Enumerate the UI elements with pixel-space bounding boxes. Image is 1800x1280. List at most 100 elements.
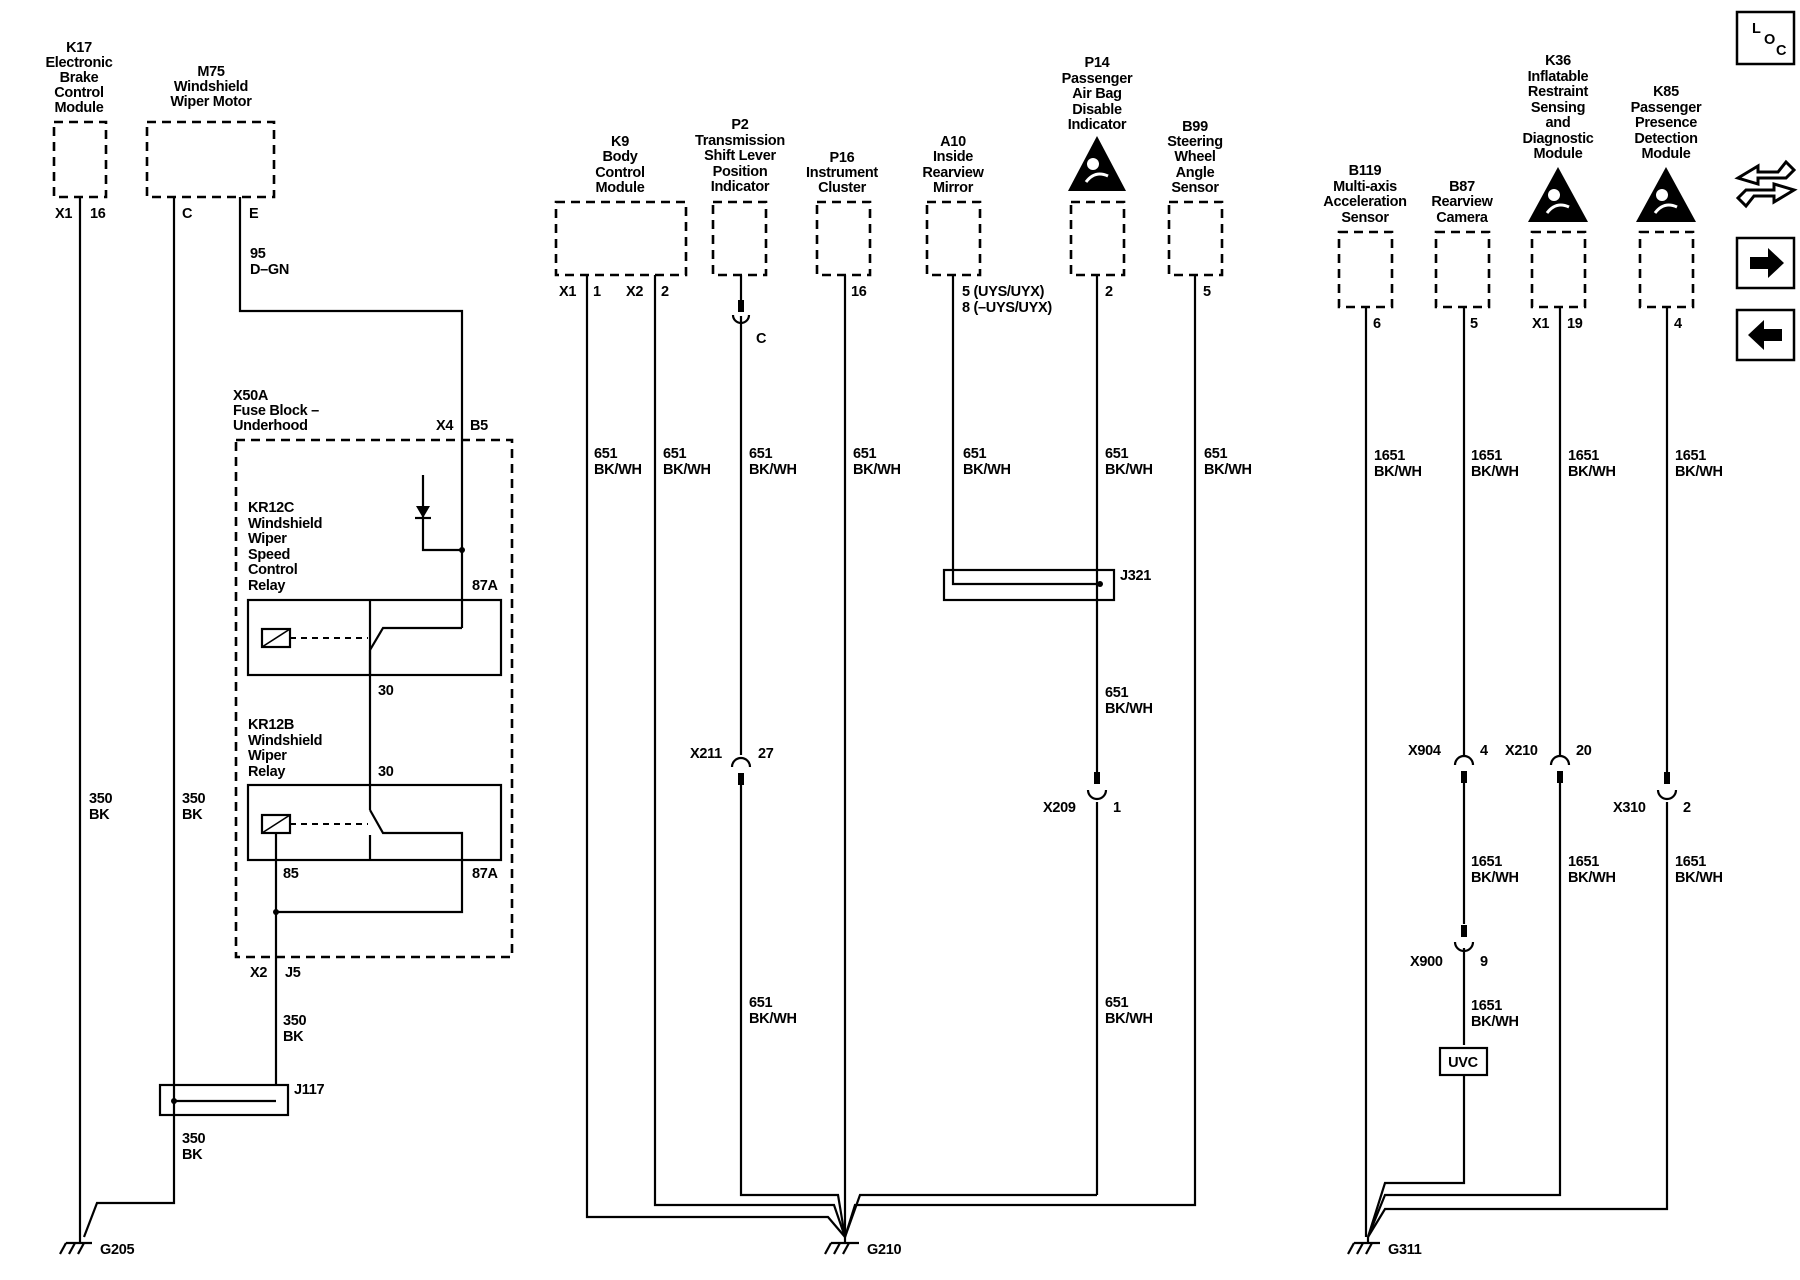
svg-text:1651: 1651: [1471, 448, 1502, 464]
diode-symbol: [415, 475, 465, 553]
svg-text:Wiper: Wiper: [248, 748, 287, 764]
b119-acceleration-sensor: B119 Multi-axis Acceleration Sensor 6: [1323, 163, 1407, 332]
x50a-label: X50A Fuse Block – Underhood: [233, 388, 319, 434]
svg-text:9: 9: [1480, 954, 1488, 970]
svg-text:Module: Module: [596, 180, 645, 196]
svg-text:19: 19: [1567, 316, 1583, 332]
svg-text:X1: X1: [1532, 316, 1549, 332]
svg-text:BK/WH: BK/WH: [963, 462, 1011, 478]
svg-text:Passenger: Passenger: [1062, 71, 1133, 87]
svg-text:Windshield: Windshield: [174, 79, 248, 95]
wire-x50a-j117: 350 BK: [283, 1013, 307, 1045]
svg-text:C: C: [1776, 43, 1787, 59]
svg-text:350: 350: [283, 1013, 307, 1029]
svg-text:Acceleration: Acceleration: [1323, 194, 1406, 210]
svg-text:Disable: Disable: [1072, 102, 1122, 118]
svg-text:651: 651: [1105, 995, 1129, 1011]
svg-text:Mirror: Mirror: [933, 180, 974, 196]
wire-k9-x1: 651 BK/WH: [585, 275, 846, 1238]
p14-label: P14 Passenger Air Bag Disable Indicator: [1062, 55, 1134, 133]
svg-text:651: 651: [963, 446, 987, 462]
svg-text:350: 350: [182, 791, 206, 807]
svg-text:KR12B: KR12B: [248, 717, 294, 733]
m75-label: M75 Windshield Wiper Motor: [170, 64, 252, 110]
previous-page-button[interactable]: [1735, 308, 1796, 362]
wire-a10: 651 BK/WH: [951, 275, 1100, 586]
svg-text:Windshield: Windshield: [248, 516, 322, 532]
svg-text:1651: 1651: [1471, 854, 1502, 870]
svg-text:Sensing: Sensing: [1531, 100, 1585, 116]
svg-text:X904: X904: [1408, 743, 1441, 759]
svg-text:P14: P14: [1085, 55, 1110, 71]
wire-p16: 651 BK/WH: [843, 275, 901, 1237]
svg-text:K85: K85: [1653, 84, 1679, 100]
kr12c-label: KR12C Windshield Wiper Speed Control Rel…: [248, 500, 323, 594]
m75-wiper-motor: M75 Windshield Wiper Motor C E: [145, 64, 276, 222]
kr12c-speed-control-relay: KR12C Windshield Wiper Speed Control Rel…: [246, 500, 503, 699]
k17-pin-16: 16: [90, 206, 106, 222]
svg-text:651: 651: [1204, 446, 1228, 462]
svg-text:651: 651: [1105, 685, 1129, 701]
svg-text:Brake: Brake: [60, 70, 99, 86]
a10-inside-rearview-mirror: A10 Inside Rearview Mirror 5 (UYS/UYX) 8…: [922, 134, 1052, 316]
svg-text:Cluster: Cluster: [818, 180, 867, 196]
connector-x210: X210 20: [1505, 743, 1592, 783]
k85-passenger-presence-module: K85 Passenger Presence Detection Module …: [1631, 84, 1703, 332]
wire-b99: 651 BK/WH: [843, 275, 1252, 1238]
a10-label: A10 Inside Rearview Mirror: [922, 134, 985, 196]
k17-brake-control-module: K17 Electronic Brake Control Module X1 1…: [45, 40, 113, 222]
airbag-warning-icon: [1068, 136, 1126, 191]
svg-text:651: 651: [1105, 446, 1129, 462]
svg-text:J5: J5: [285, 965, 301, 981]
wire-k9-x2: 651 BK/WH: [653, 275, 847, 1238]
svg-text:BK/WH: BK/WH: [1471, 870, 1519, 886]
svg-text:Transmission: Transmission: [695, 133, 785, 149]
p16-label: P16 Instrument Cluster: [806, 150, 879, 196]
svg-text:L: L: [1752, 21, 1761, 37]
svg-text:K9: K9: [611, 134, 629, 150]
svg-text:Control: Control: [248, 562, 297, 578]
loc-button[interactable]: L O C: [1735, 10, 1796, 66]
b119-label: B119 Multi-axis Acceleration Sensor: [1323, 163, 1407, 226]
connector-view-icon[interactable]: [1734, 159, 1798, 209]
next-page-button[interactable]: [1735, 236, 1796, 290]
m75-pin-e: E: [249, 206, 259, 222]
m75-box: [145, 120, 276, 199]
svg-text:651: 651: [749, 995, 773, 1011]
svg-text:4: 4: [1674, 316, 1682, 332]
svg-text:M75: M75: [197, 64, 225, 80]
svg-text:651: 651: [749, 446, 773, 462]
wire-m75-e-95: 95 D–GN: [238, 197, 464, 628]
kr12b-label: KR12B Windshield Wiper Relay: [248, 717, 323, 780]
svg-text:X211: X211: [690, 746, 722, 762]
svg-text:651: 651: [663, 446, 687, 462]
svg-text:BK: BK: [283, 1029, 304, 1045]
wire-k17-ground: 350 BK: [78, 197, 113, 1237]
svg-text:87A: 87A: [472, 578, 499, 594]
svg-text:G205: G205: [100, 1242, 135, 1258]
svg-text:16: 16: [851, 284, 867, 300]
svg-text:Module: Module: [1534, 146, 1583, 162]
svg-text:G210: G210: [867, 1242, 902, 1258]
svg-text:BK/WH: BK/WH: [1204, 462, 1252, 478]
svg-text:1: 1: [593, 284, 601, 300]
svg-text:Module: Module: [55, 100, 104, 116]
p2-label: P2 Transmission Shift Lever Position Ind…: [695, 117, 785, 195]
svg-text:1651: 1651: [1675, 448, 1706, 464]
svg-text:Detection: Detection: [1634, 131, 1697, 147]
svg-text:651: 651: [594, 446, 618, 462]
svg-text:BK/WH: BK/WH: [1374, 464, 1422, 480]
k9-body-control-module: K9 Body Control Module X1 1 X2 2: [554, 134, 688, 300]
svg-text:5 (UYS/UYX): 5 (UYS/UYX): [962, 284, 1045, 300]
svg-text:Instrument: Instrument: [806, 165, 878, 181]
b87-rearview-camera: B87 Rearview Camera 5: [1431, 179, 1494, 332]
airbag-warning-icon: [1528, 167, 1588, 222]
svg-text:X4: X4: [436, 418, 453, 434]
svg-text:Indicator: Indicator: [1068, 117, 1127, 133]
svg-text:BK: BK: [182, 1147, 203, 1163]
svg-text:350: 350: [89, 791, 113, 807]
kr12b-wiper-relay: KR12B Windshield Wiper Relay 30 85 87A: [246, 717, 503, 1085]
svg-text:K17: K17: [66, 40, 92, 56]
svg-text:and: and: [1546, 115, 1571, 131]
svg-text:X1: X1: [559, 284, 576, 300]
